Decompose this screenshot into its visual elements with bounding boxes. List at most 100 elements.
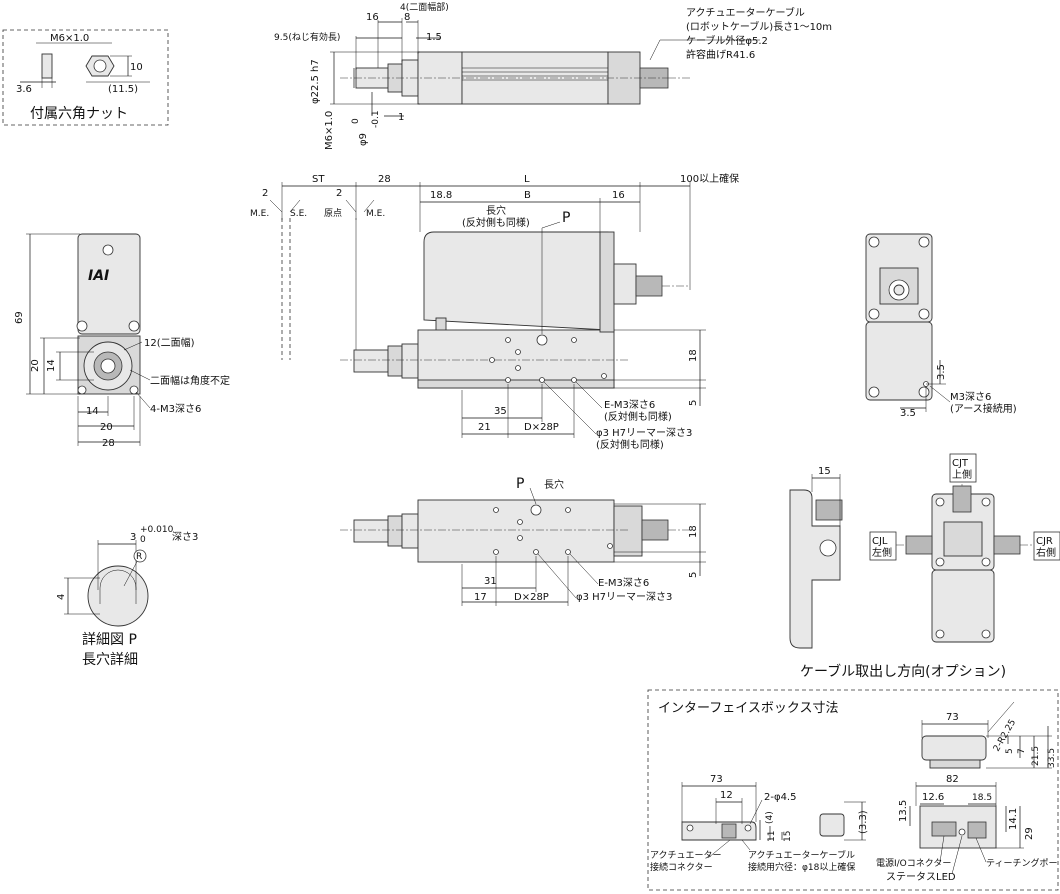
bottom-dx28p: D×28P (514, 592, 549, 603)
detail-depth: 深さ3 (172, 531, 198, 543)
nut-height: 10 (130, 62, 143, 73)
ifbox-b33: (3.3) (858, 810, 869, 834)
front-body (417, 329, 615, 389)
front-rodend (401, 343, 419, 379)
ifbox-lbl-led: ステータスLED (886, 871, 956, 883)
front-thread (353, 349, 389, 373)
side-m3: 4-M3深さ6 (150, 403, 201, 415)
cable-d15: 15 (818, 466, 831, 477)
front-d100: 100以上確保 (680, 172, 739, 185)
ifbox-b15: 15 (783, 831, 793, 842)
ifbox-d7: 7 (1017, 748, 1027, 754)
detail-circle (87, 565, 149, 627)
ifbox-d5: 5 (1005, 748, 1015, 754)
front-me1: M.E. (250, 209, 269, 219)
ifbox-d215: 21.5 (1031, 746, 1041, 766)
detail-p: R 3 +0.010 0 深さ3 4 詳細図 P 長穴詳細 (56, 525, 198, 668)
top-d1: 1 (398, 112, 404, 123)
top-tol-up: 0 (351, 118, 361, 124)
top-dia-rod: φ22.5 h7 (310, 59, 321, 104)
ifbox-b4: (4) (765, 811, 775, 824)
nut-thread: M6×1.0 (50, 33, 89, 44)
rear-lower (865, 321, 933, 401)
cable-spec-1: アクチュエーターケーブル (686, 6, 805, 19)
cable-spec-2: (ロボットケーブル)長さ1～10m (686, 20, 832, 33)
front-pin-1: φ3 H7リーマー深さ3 (596, 427, 692, 439)
ifbox-top-73: 73 (946, 712, 959, 723)
side-b14: 14 (86, 406, 99, 417)
top-thread-len: 9.5(ねじ有効長) (274, 31, 340, 43)
side-view: IAI 69 20 14 12(二面幅) 二面幅は角度不定 4-M3深さ6 14 (14, 233, 230, 449)
side-note: 二面幅は角度不定 (150, 374, 230, 387)
side-b20: 20 (100, 422, 113, 433)
front-hexnut (387, 345, 403, 377)
front-pin-2: (反対側も同様) (596, 438, 664, 451)
cable-cjr-2: 右側 (1036, 546, 1056, 559)
front-origin: 原点 (324, 208, 342, 219)
detail-3: 3 (130, 532, 136, 543)
front-d2a: 2 (262, 188, 268, 199)
cable-cjl-2: 左側 (872, 546, 892, 559)
cable-left-gland (905, 535, 933, 555)
ifbox-d335: 33.5 (1047, 748, 1057, 768)
front-view: 2 ST 2 28 L 100以上確保 M.E. S.E. 原点 M.E. 18… (250, 172, 739, 451)
ifbox-b11: 11 (767, 831, 777, 842)
nut-title: 付属六角ナット (30, 106, 128, 122)
front-d16: 16 (612, 190, 625, 201)
top-view: 16 4(二面幅部) 8 1.5 9.5(ねじ有効長) φ22.5 h7 M6×… (274, 1, 832, 150)
cable-direction: 15 CJT 上側 CJL 左側 CJR 右側 ケーブル取出し方向(オプション) (789, 453, 1060, 680)
cable-caption: ケーブル取出し方向(オプション) (800, 663, 1006, 680)
front-d188: 18.8 (430, 190, 452, 201)
rear-view: 3.5 3.5 M3深さ6 (アース接続用) (865, 233, 1017, 419)
bottom-view: P 長穴 18 5 31 17 D×28P E-M3深さ6 φ3 H7リーマー深… (340, 476, 706, 606)
ifbox-d82: 82 (946, 774, 959, 785)
detail-r: R (136, 552, 142, 562)
ifbox-lbl-pwr: 電源I/Oコネクター (876, 858, 951, 869)
ifbox-lbl-conn2: 接続コネクター (650, 861, 713, 873)
bottom-d31: 31 (484, 576, 497, 587)
ifbox-side-view (819, 813, 845, 837)
bottom-P: P (516, 476, 524, 492)
cable-top-gland (952, 485, 972, 513)
front-cable-gland (635, 275, 663, 297)
front-L: L (524, 174, 530, 185)
bottom-slot-hole (530, 504, 542, 516)
top-tol-dn: -0.1 (371, 110, 381, 128)
front-slot1: 長穴 (486, 204, 506, 217)
top-thread-v: M6×1.0 (324, 111, 335, 150)
side-logo: IAI (88, 268, 109, 284)
front-em3-2: (反対側も同様) (604, 410, 672, 423)
nut-frame (2, 29, 169, 126)
ifbox-b141: 14.1 (1008, 808, 1019, 830)
front-gland-box (613, 263, 637, 305)
detail-title2: 長穴詳細 (82, 652, 138, 668)
nut-detail: M6×1.0 3.6 10 (11.5) 付属六角ナット (2, 29, 169, 126)
cable-right-gland (993, 535, 1021, 555)
cable-rear-lower (931, 569, 995, 643)
side-upper-body (77, 233, 141, 335)
detail-tol-up: +0.010 (140, 525, 174, 535)
nut-width: 3.6 (16, 84, 32, 95)
side-d14: 14 (46, 359, 57, 372)
ifbox-lbl-cable2: 接続用穴径：φ18以上確保 (748, 861, 855, 873)
rear-d35a: 3.5 (936, 364, 947, 380)
top-d4: 4(二面幅部) (400, 1, 449, 13)
detail-title1: 詳細図 P (82, 632, 137, 648)
ifbox-status-led (958, 828, 966, 836)
front-d21: 21 (478, 422, 491, 433)
front-d35: 35 (494, 406, 507, 417)
front-dx28p: D×28P (524, 422, 559, 433)
nut-across: (11.5) (108, 84, 138, 95)
ifbox-teaching-port (967, 821, 987, 839)
ifbox-hole: 2-φ4.5 (764, 792, 796, 803)
bottom-slot: 長穴 (544, 478, 564, 491)
front-P: P (562, 210, 570, 226)
ifbox-actuator-connector (721, 823, 737, 839)
front-d2b: 2 (336, 188, 342, 199)
cable-cjr-1: CJR (1036, 536, 1053, 547)
rear-m3-1: M3深さ6 (950, 391, 991, 403)
cable-cjt-1: CJT (952, 458, 969, 469)
ifbox-lbl-teach: ティーチングポート (986, 857, 1060, 869)
nut-hole (93, 59, 107, 73)
side-top-screw (102, 244, 114, 256)
